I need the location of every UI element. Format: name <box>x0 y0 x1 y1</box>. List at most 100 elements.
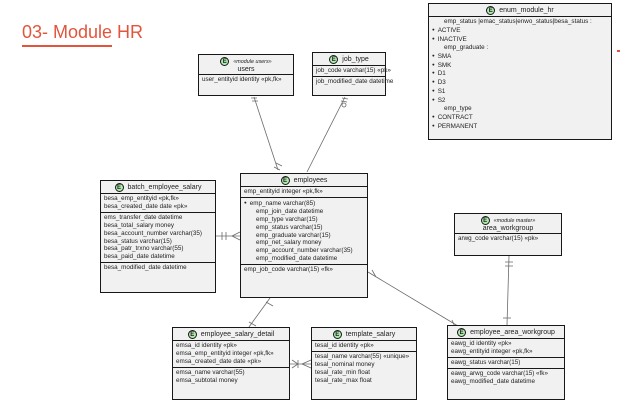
entity-icon: E <box>457 328 467 337</box>
enum-line: PERMANENT <box>432 122 608 131</box>
enum-line: INACTIVE <box>432 35 608 44</box>
enum-line: emp_type <box>444 105 472 113</box>
enum-line: SMA <box>432 52 608 61</box>
eaw-attrs: eawg_status varchar(15) <box>448 356 564 368</box>
employees-field: emp_entityid integer «pk,fk» <box>244 188 323 195</box>
users-entity[interactable]: E «module users» users user_entityid ide… <box>198 54 294 96</box>
employees-name: employees <box>293 177 328 184</box>
entity-icon: E <box>280 176 290 185</box>
esd-field: emsa_created_date date «pk» <box>176 357 262 365</box>
title-underline <box>22 45 112 47</box>
entity-icon: E <box>187 330 197 339</box>
users-field: user_entityid identity «pk,fk» <box>202 76 282 83</box>
enum-line: CONTRACT <box>432 113 608 122</box>
template-attrs: tesal_name varchar(55) «unique» tesal_no… <box>312 350 416 386</box>
entity-icon: E <box>114 183 124 192</box>
link-employees-eaw <box>367 271 459 327</box>
link-jobtype-employees <box>306 96 346 173</box>
esd-header: E employee_salary_detail <box>173 328 289 340</box>
batch-field: besa_status varchar(15) <box>104 237 172 245</box>
users-header: E «module users» users <box>199 55 293 74</box>
batch-field: besa_emp_entityid «pk,fk» <box>104 195 179 202</box>
employee-area-workgroup-entity[interactable]: E employee_area_workgroup eawg_id identi… <box>447 325 565 400</box>
employee-salary-detail-entity[interactable]: E employee_salary_detail emsa_id identit… <box>172 327 290 400</box>
area-workgroup-entity[interactable]: E «module master» area_workgroup arwg_co… <box>454 213 562 256</box>
template-field: tesal_id identity «pk» <box>315 342 374 349</box>
eaw-field: eawg_arwg_code varchar(15) «fk» <box>451 369 548 377</box>
entity-icon: E <box>480 216 490 225</box>
eaw-field: eawg_status varchar(15) <box>451 358 521 366</box>
employees-fk: emp_job_code varchar(15) «fk» <box>241 264 367 275</box>
enum-values: emp_status |emac_status|enwo_status|besa… <box>429 16 611 132</box>
link-area-eaw <box>506 255 510 326</box>
employees-pk: emp_entityid integer «pk,fk» <box>241 186 367 197</box>
template-field: tesal_rate_max float <box>315 376 372 384</box>
area-fields: arwg_code varchar(15) «pk» <box>455 233 561 244</box>
batch-field: besa_account_number varchar(35) <box>104 229 203 237</box>
esd-field: emsa_id identity «pk» <box>176 342 237 349</box>
employees-field: emp_modified_date datetime <box>256 255 338 263</box>
job-type-header: E job_type <box>313 53 385 65</box>
employees-field: emp_join_date datetime <box>256 207 324 215</box>
decorative-dash <box>617 50 620 52</box>
area-field: arwg_code varchar(15) «pk» <box>458 235 539 242</box>
enum-line: SMK <box>432 61 608 70</box>
area-stereotype: «module master» <box>493 217 536 224</box>
enum-line: S1 <box>432 87 608 96</box>
job-type-pk: job_code varchar(15) «pk» <box>313 65 391 76</box>
users-name: users <box>237 66 255 73</box>
employees-field: emp_status varchar(15) <box>256 223 323 231</box>
esd-field: emsa_emp_entityid integer «pk,fk» <box>176 349 274 357</box>
esd-name: employee_salary_detail <box>200 331 275 338</box>
employees-field: emp_job_code varchar(15) «fk» <box>244 266 333 274</box>
employees-field: emp_net_salary money <box>256 239 322 247</box>
template-field: tesal_nominal money <box>315 360 375 368</box>
template-salary-entity[interactable]: E template_salary tesal_id identity «pk»… <box>311 327 417 400</box>
batch-name: batch_employee_salary <box>127 184 202 191</box>
link-users-employees <box>253 96 279 171</box>
enum-line: S2 <box>432 96 608 105</box>
enum-line: D1 <box>432 69 608 78</box>
eaw-fk: eawg_arwg_code varchar(15) «fk» eawg_mod… <box>448 367 564 387</box>
entity-icon: E <box>486 6 496 15</box>
users-fields: user_entityid identity «pk,fk» <box>199 74 293 85</box>
employees-field: emp_account_number varchar(35) <box>256 247 353 255</box>
enum-line: emp_status |emac_status|enwo_status|besa… <box>444 18 592 25</box>
area-name: area_workgroup <box>482 225 534 232</box>
batch-employee-salary-entity[interactable]: E batch_employee_salary besa_emp_entityi… <box>100 180 216 293</box>
job-type-field: job_modified_date datetime <box>316 77 394 85</box>
job-type-entity[interactable]: E job_type job_code varchar(15) «pk» job… <box>312 52 394 96</box>
employees-field: emp_name varchar(85) <box>244 199 364 208</box>
enum-line: D3 <box>432 78 608 87</box>
batch-field: besa_total_salary money <box>104 221 175 229</box>
batch-field: besa_patr_trxno varchar(55) <box>104 245 184 253</box>
job-type-field: job_code varchar(15) «pk» <box>316 67 391 74</box>
page-title: 03- Module HR <box>22 22 144 42</box>
template-field: tesal_name varchar(55) «unique» <box>315 352 410 360</box>
eaw-field: eawg_modified_date datetime <box>451 377 536 385</box>
batch-attrs: ems_transfer_date datetime besa_total_sa… <box>101 211 215 262</box>
job-type-name: job_type <box>342 56 369 63</box>
template-name: template_salary <box>345 331 396 338</box>
employees-header: E employees <box>241 174 367 186</box>
employees-entity[interactable]: E employees emp_entityid integer «pk,fk»… <box>240 173 368 298</box>
eaw-pk: eawg_id identity «pk» eawg_entityid inte… <box>448 338 564 357</box>
eaw-field: eawg_id identity «pk» <box>451 340 512 347</box>
esd-field: emsa_subtotal money <box>176 376 238 384</box>
batch-field: besa_created_date date «pk» <box>104 202 188 210</box>
job-type-attrs: job_modified_date datetime <box>313 75 394 87</box>
enum-line: ACTIVE <box>432 26 608 35</box>
employees-field: emp_type varchar(15) <box>256 215 318 223</box>
enum-line: emp_graduate : <box>444 43 489 51</box>
users-stereotype: «module users» <box>233 58 272 65</box>
template-pk: tesal_id identity «pk» <box>312 340 416 351</box>
entity-icon: E <box>329 55 339 64</box>
enum-header: E enum_module_hr <box>429 4 611 16</box>
batch-field: besa_modified_date datetime <box>104 264 187 272</box>
entity-icon: E <box>332 330 342 339</box>
entity-icon: E <box>220 57 230 66</box>
enum-module-hr-entity[interactable]: E enum_module_hr emp_status |emac_status… <box>428 3 612 140</box>
esd-field: emsa_name varchar(55) <box>176 368 245 376</box>
batch-pk: besa_emp_entityid «pk,fk» besa_created_d… <box>101 193 215 212</box>
